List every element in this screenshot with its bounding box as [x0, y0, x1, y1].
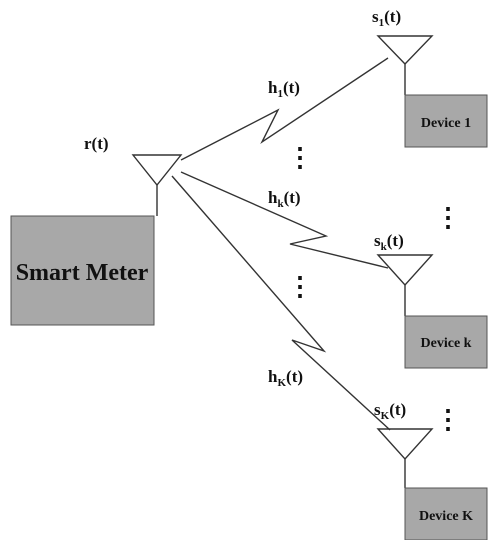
ellipsis-channels-upper: ⋮	[287, 143, 313, 172]
channel-K-label: hK(t)	[268, 367, 303, 389]
device-K-signal-label: sK(t)	[374, 400, 406, 422]
ellipsis-channels-lower: ⋮	[287, 272, 313, 301]
device-k-label: Device k	[421, 336, 472, 351]
smart-meter-box	[10, 215, 155, 326]
device-K-antenna-icon	[376, 428, 434, 488]
device-k-signal-label: sk(t)	[374, 231, 404, 253]
device-k-antenna-icon	[376, 254, 434, 316]
smart-meter-signal-label: r(t)	[84, 134, 109, 153]
ellipsis-devices-lower: ⋮	[435, 405, 461, 434]
channel-1-label: h1(t)	[268, 78, 300, 100]
device-1-signal-label: s1(t)	[372, 7, 401, 29]
device-1-box	[404, 94, 488, 148]
channel-k-label: hk(t)	[268, 188, 301, 210]
device-K-box	[404, 487, 488, 540]
channel-1-link	[180, 57, 389, 161]
device-1-label: Device 1	[421, 116, 471, 131]
channel-K-link	[171, 175, 391, 431]
device-K-label: Device K	[419, 509, 473, 524]
device-1-antenna-icon	[376, 35, 434, 95]
smart-meter-antenna-icon	[131, 154, 183, 216]
channel-k-link	[180, 171, 389, 269]
smart-meter-label: Smart Meter	[16, 260, 149, 286]
ellipsis-devices-upper: ⋮	[435, 203, 461, 232]
device-k-box	[404, 315, 488, 369]
